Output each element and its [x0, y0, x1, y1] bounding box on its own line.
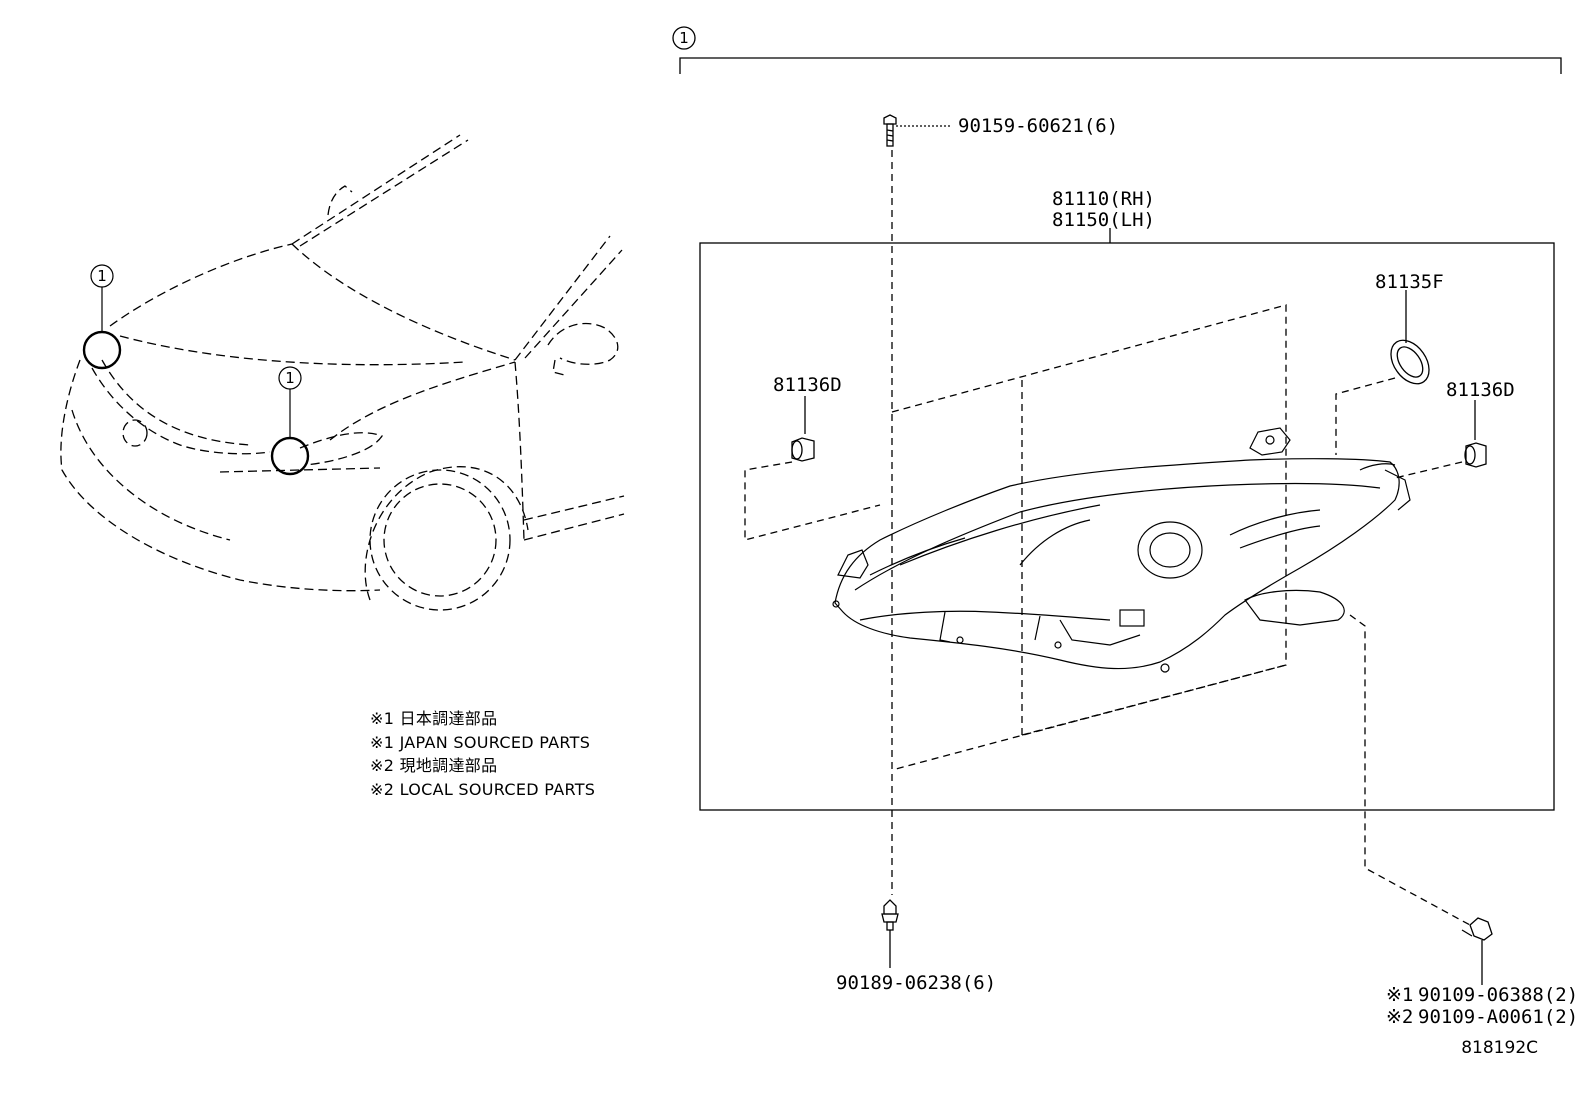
part-label-cap-left: 81136D — [773, 374, 842, 396]
sourcing-notes: ※1 日本調達部品 ※1 JAPAN SOURCED PARTS ※2 現地調達… — [370, 707, 595, 801]
headlamp-assembly-box — [699, 228, 1555, 811]
reference-code: 818192C — [1461, 1038, 1538, 1058]
note-line: ※2 LOCAL SOURCED PARTS — [370, 779, 596, 799]
part-label-headlamp-rh: 81110(RH) — [1052, 188, 1155, 210]
car-headlamp-marker-right — [270, 436, 310, 476]
clip-bottom-icon — [881, 899, 899, 968]
note-line: ※2 現地調達部品 — [370, 756, 498, 775]
note-line: ※1 JAPAN SOURCED PARTS — [370, 732, 591, 752]
part-label-clip-bottom: 90189-06238(6) — [836, 972, 996, 994]
assembly-callout-number: 1 — [679, 29, 689, 47]
alignment-guides — [891, 304, 1287, 771]
part-label-bolt-japan-prefix: ※1 — [1386, 984, 1413, 1006]
car-headlamp-marker-left — [82, 330, 122, 370]
part-label-bolt-local-prefix: ※2 — [1386, 1006, 1413, 1028]
cover-icon — [1335, 290, 1430, 455]
car-callout-number-left: 1 — [97, 267, 107, 285]
car-callout-number-right: 1 — [285, 369, 295, 387]
part-label-cap-right: 81136D — [1446, 379, 1515, 401]
headlamp-body — [832, 427, 1411, 673]
note-line: ※1 日本調達部品 — [370, 709, 498, 728]
assembly-bracket — [672, 26, 1562, 74]
cap-right-icon — [1394, 400, 1487, 479]
car-front-sketch — [60, 134, 625, 611]
part-label-bolt-japan: 90109-06388(2) — [1418, 984, 1578, 1006]
assembly-callout-circle — [672, 26, 696, 50]
part-label-headlamp-lh: 81150(LH) — [1052, 209, 1155, 231]
part-label-screw-top: 90159-60621(6) — [958, 115, 1118, 137]
part-label-cover: 81135F — [1375, 271, 1444, 293]
part-label-bolt-local: 90109-A0061(2) — [1418, 1006, 1578, 1028]
screw-top-icon — [883, 114, 952, 147]
cap-left-icon — [744, 396, 881, 541]
bolt-icon — [1461, 917, 1493, 985]
